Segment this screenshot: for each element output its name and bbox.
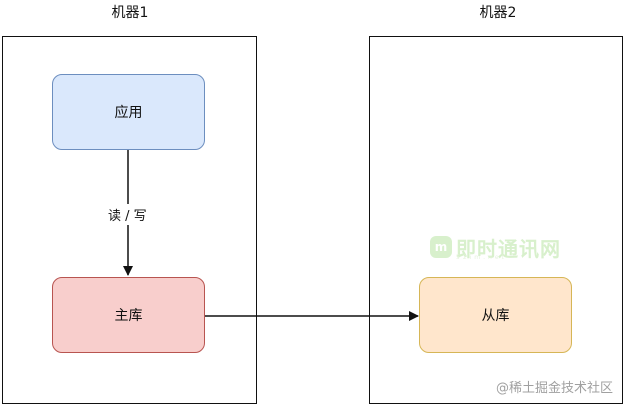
node-replica: 从库 [419,277,572,353]
edge-label-read-write: 读 / 写 [105,204,150,225]
node-primary-label: 主库 [114,308,143,324]
node-app: 应用 [52,74,205,150]
node-replica-label: 从库 [481,308,510,324]
node-primary: 主库 [52,277,205,353]
watermark-credit: @稀土掘金技术社区 [495,381,613,396]
watermark-logo-text: 即时通讯网 [456,236,561,261]
node-app-label: 应用 [114,105,143,121]
watermark-logo-subtext: 52im.net [456,254,507,261]
machine-2-title: 机器2 [479,5,517,21]
watermark-logo-icon: m [430,236,452,258]
machine-1-title: 机器1 [111,5,149,21]
watermark-logo: m 即时通讯网 52im.net [430,230,570,264]
